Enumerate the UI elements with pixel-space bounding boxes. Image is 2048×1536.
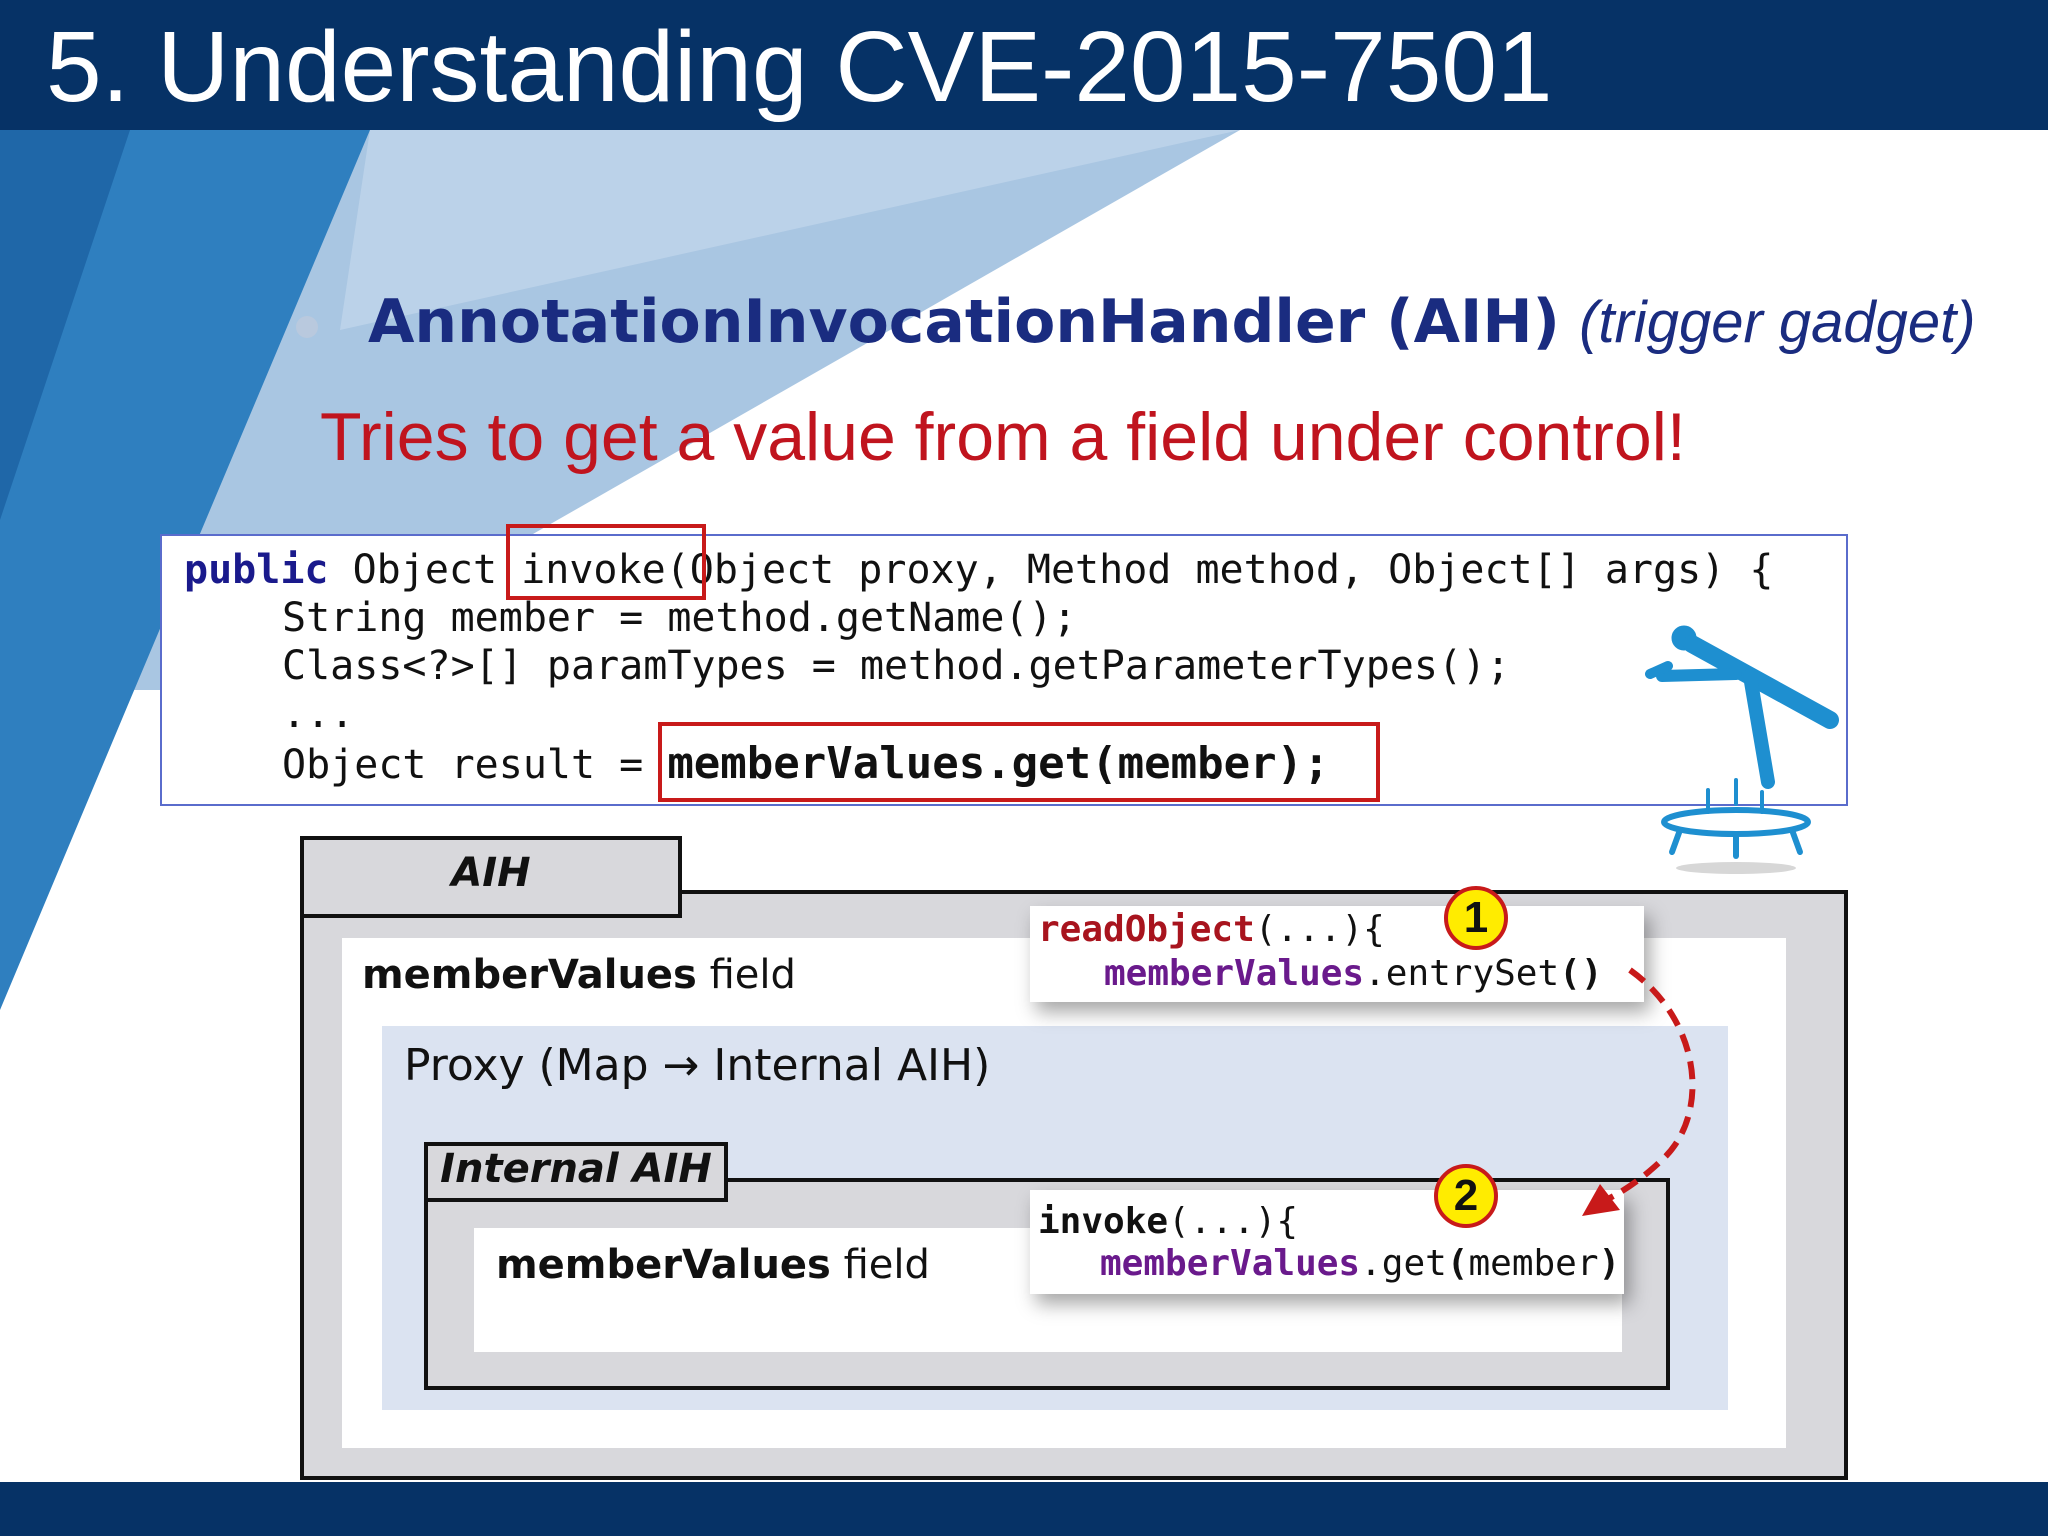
step-2-badge: 2 [1434, 1164, 1498, 1228]
card2-fn-rest: (...){ [1168, 1201, 1299, 1242]
read-object-card: readObject(...){ memberValues.entrySet() [1030, 906, 1644, 1002]
invoke-highlight-box [506, 524, 706, 600]
outer-field-suffix: field [696, 952, 796, 998]
get-call-highlight-box [658, 722, 1380, 802]
code-keyword: public [184, 547, 329, 593]
trampoline-jumper-icon [1645, 625, 1839, 874]
aih-label: AIH [451, 850, 531, 896]
card1-line1: readObject(...){ [1038, 908, 1385, 952]
code-line-5-b: memberValues.get(member); [667, 738, 1330, 789]
step-1-badge: 1 [1444, 886, 1508, 950]
footer-bar [0, 1482, 2048, 1536]
card1-obj: memberValues [1104, 953, 1365, 994]
proxy-label: Proxy (Map → Internal AIH) [404, 1040, 991, 1091]
card1-fn: readObject [1038, 909, 1255, 950]
code-line-3: Class<?>[] paramTypes = method.getParame… [282, 643, 1511, 689]
card2-line1: invoke(...){ [1038, 1200, 1298, 1244]
code-block: public Object invoke(Object proxy, Metho… [160, 534, 1848, 806]
card1-call: .entrySet [1364, 953, 1560, 994]
bullet-heading: AnnotationInvocationHandler (AIH) [368, 287, 1560, 357]
card1-line2: memberValues.entrySet() [1104, 952, 1603, 996]
inner-member-values-field: memberValues field [496, 1242, 930, 1288]
code-invoke: invoke( [521, 547, 690, 593]
card1-parens: () [1559, 953, 1603, 994]
code-line-4: ... [282, 691, 355, 737]
bullet-note: (trigger gadget) [1579, 290, 1976, 355]
inner-field-name: memberValues [496, 1242, 831, 1288]
code-line-5: Object result = memberValues.get(member)… [282, 740, 1330, 789]
internal-aih-tab [424, 1142, 728, 1202]
internal-aih-label: Internal AIH [440, 1146, 712, 1192]
aih-tab [300, 836, 682, 918]
card2-call: .get [1360, 1243, 1447, 1284]
card2-open: ( [1446, 1243, 1469, 1284]
subtitle: Tries to get a value from a field under … [320, 399, 1686, 475]
code-line-5-a: Object result = [282, 742, 668, 788]
outer-field-name: memberValues [362, 952, 697, 998]
invoke-card: invoke(...){ memberValues.get(member) [1030, 1190, 1624, 1294]
inner-field-suffix: field [830, 1242, 930, 1288]
code-line-1-a: Object [328, 547, 522, 593]
bullet-line: AnnotationInvocationHandler (AIH) (trigg… [368, 282, 1976, 363]
card2-close: ) [1598, 1243, 1621, 1284]
outer-member-values-field: memberValues field [362, 952, 796, 998]
slide-title: 5. Understanding CVE-2015-7501 [46, 11, 1553, 123]
code-line-1: public Object invoke(Object proxy, Metho… [184, 546, 1773, 594]
bullet-dot [296, 316, 318, 338]
title-bar: 5. Understanding CVE-2015-7501 [0, 0, 2048, 130]
card2-obj: memberValues [1100, 1243, 1361, 1284]
card1-fn-rest: (...){ [1254, 909, 1385, 950]
code-line-1-b: Object proxy, Method method, Object[] ar… [689, 547, 1774, 593]
code-line-2: String member = method.getName(); [282, 595, 1077, 641]
card2-line2: memberValues.get(member) [1100, 1242, 1620, 1286]
dashed-arrow-icon [1582, 967, 1696, 1216]
card2-arg: member [1468, 1243, 1599, 1284]
card2-fn: invoke [1038, 1201, 1169, 1242]
